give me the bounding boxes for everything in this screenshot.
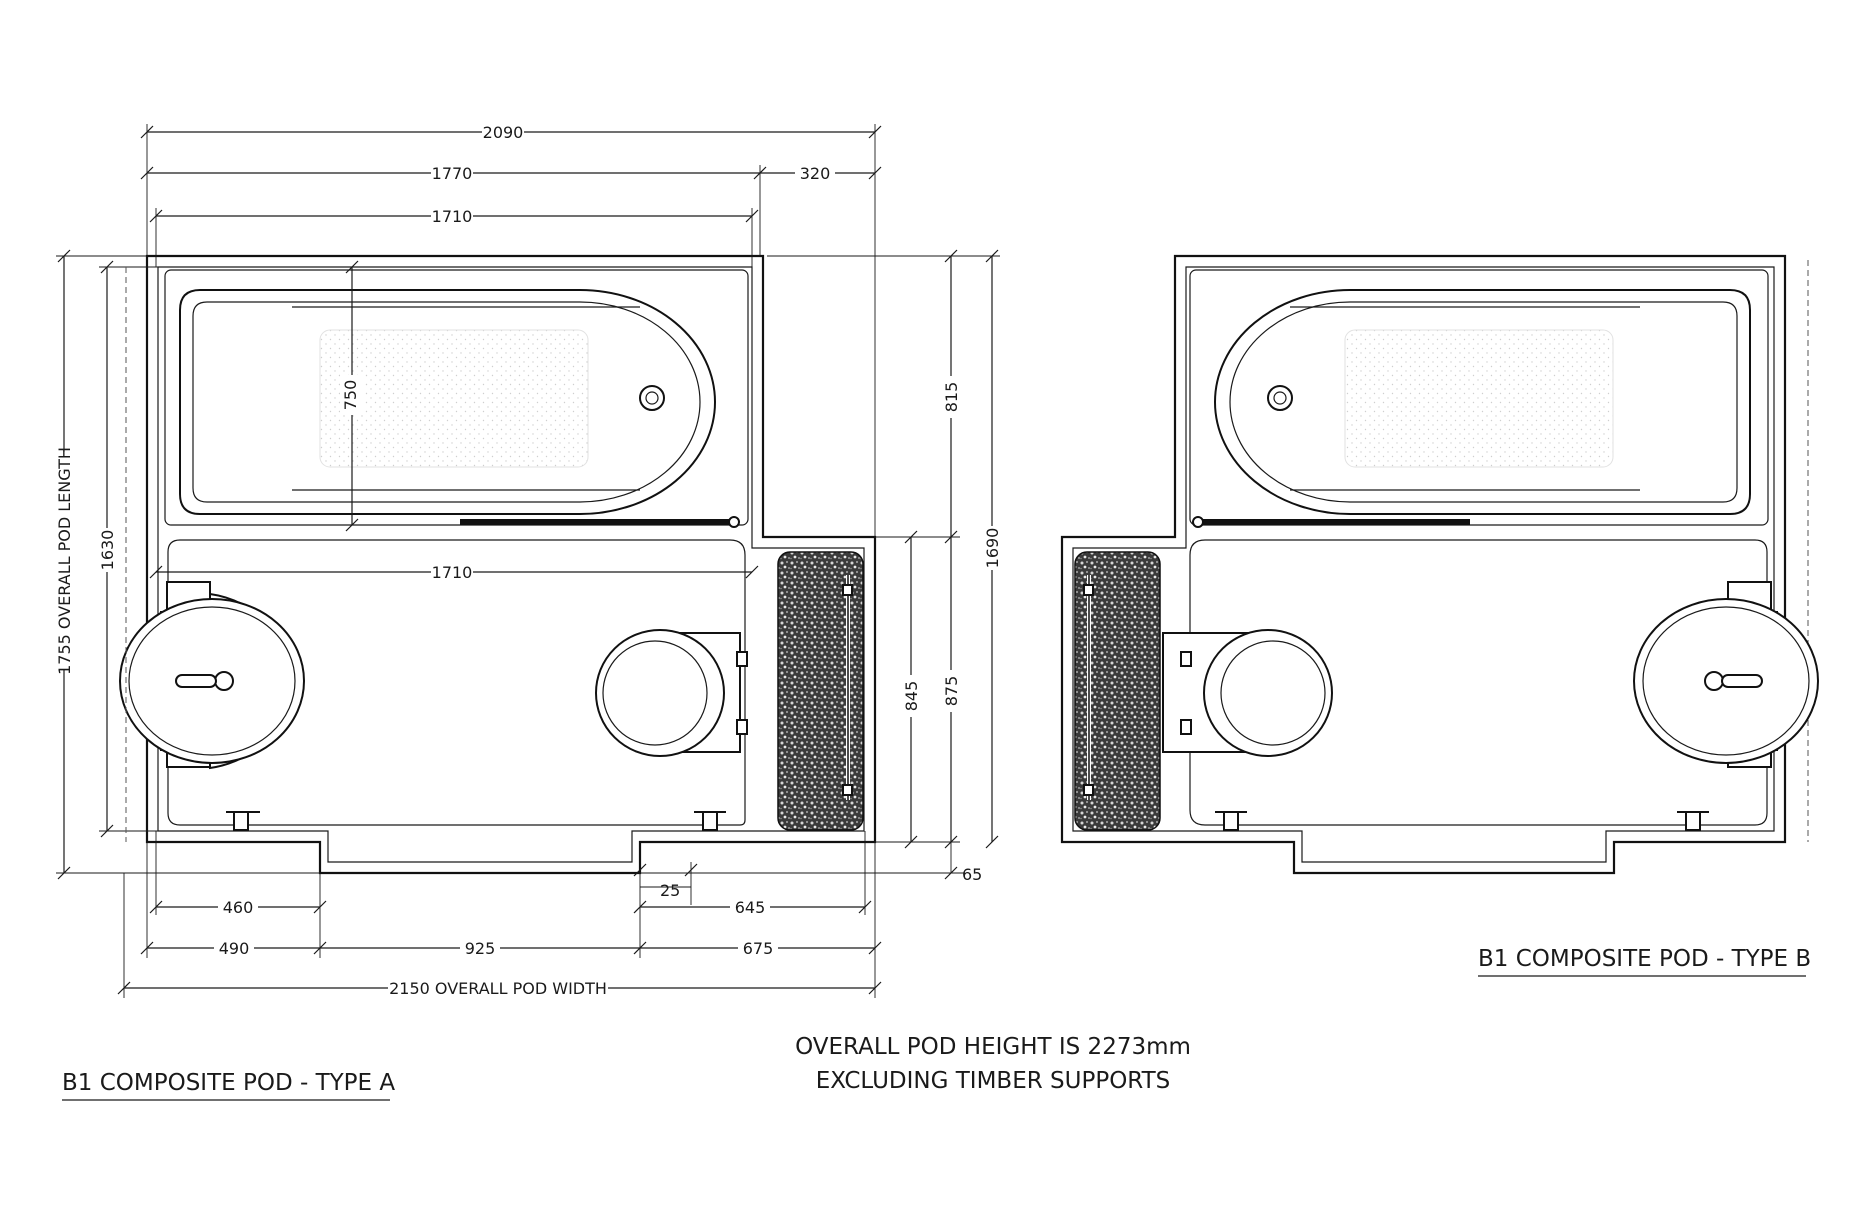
dim-320: 320 bbox=[800, 164, 831, 183]
dim-1770: 1770 bbox=[432, 164, 473, 183]
dim-1630: 1630 bbox=[98, 530, 117, 571]
basin-tap-icon-b bbox=[1721, 674, 1763, 688]
pod-type-b: B1 COMPOSITE POD - TYPE B bbox=[1060, 254, 1819, 977]
floor-tap-icon-a1 bbox=[226, 811, 260, 831]
dim-1690: 1690 bbox=[983, 528, 1002, 569]
dim-845: 845 bbox=[902, 681, 921, 712]
shower-screen-b bbox=[1200, 519, 1470, 525]
pod-type-a: 2090 1770 320 1710 750 1710 bbox=[52, 122, 1004, 1101]
dim-675: 675 bbox=[743, 939, 774, 958]
dim-65: 65 bbox=[962, 865, 982, 884]
basin-tap-icon-a bbox=[175, 674, 217, 688]
floor-tap-icon-a2 bbox=[694, 811, 726, 831]
bath-mat-a bbox=[319, 329, 589, 468]
floor-tray-b bbox=[1189, 539, 1768, 826]
dim-925: 925 bbox=[465, 939, 496, 958]
toilet-seat-icon-a bbox=[595, 629, 725, 757]
pod-a-inner-wall bbox=[157, 266, 865, 863]
bath-recess-b bbox=[1189, 269, 1769, 526]
title-type-b: B1 COMPOSITE POD - TYPE B bbox=[1478, 946, 1811, 972]
note-line-2: EXCLUDING TIMBER SUPPORTS bbox=[816, 1068, 1171, 1094]
note-line-1: OVERALL POD HEIGHT IS 2273mm bbox=[795, 1034, 1191, 1060]
dim-750: 750 bbox=[341, 380, 360, 411]
bath-mat-b bbox=[1344, 329, 1614, 468]
dim-1710-top: 1710 bbox=[432, 207, 473, 226]
floor-tray-a bbox=[167, 539, 746, 826]
basin-drain-icon-a bbox=[214, 671, 234, 691]
bath-drain-inner-a bbox=[645, 391, 659, 405]
screen-hinge-a bbox=[728, 516, 740, 528]
title-type-a: B1 COMPOSITE POD - TYPE A bbox=[62, 1070, 395, 1096]
gravel-strip-a bbox=[777, 551, 864, 831]
dim-overall-width: 2150 OVERALL POD WIDTH bbox=[389, 979, 607, 998]
pod-a-outer-wall bbox=[145, 254, 877, 875]
toilet-seat-icon-b bbox=[1203, 629, 1333, 757]
bath-recess-a bbox=[164, 269, 749, 526]
dim-815: 815 bbox=[942, 382, 961, 413]
dim-460: 460 bbox=[223, 898, 254, 917]
bath-drain-icon-b bbox=[1267, 385, 1293, 411]
gravel-strip-b bbox=[1074, 551, 1161, 831]
floor-tap-icon-b2 bbox=[1677, 811, 1709, 831]
basin-drain-icon-b bbox=[1704, 671, 1724, 691]
dim-875: 875 bbox=[942, 676, 961, 707]
dim-25: 25 bbox=[660, 881, 680, 900]
dim-2090: 2090 bbox=[483, 123, 524, 142]
dim-490: 490 bbox=[219, 939, 250, 958]
bath-inner-a bbox=[192, 301, 701, 503]
shower-screen-a bbox=[460, 519, 730, 525]
bath-drain-icon-a bbox=[639, 385, 665, 411]
dim-645: 645 bbox=[735, 898, 766, 917]
floor-tap-icon-b1 bbox=[1215, 811, 1247, 831]
dim-1710-mid: 1710 bbox=[432, 563, 473, 582]
dim-overall-length: 1755 OVERALL POD LENGTH bbox=[55, 447, 74, 675]
